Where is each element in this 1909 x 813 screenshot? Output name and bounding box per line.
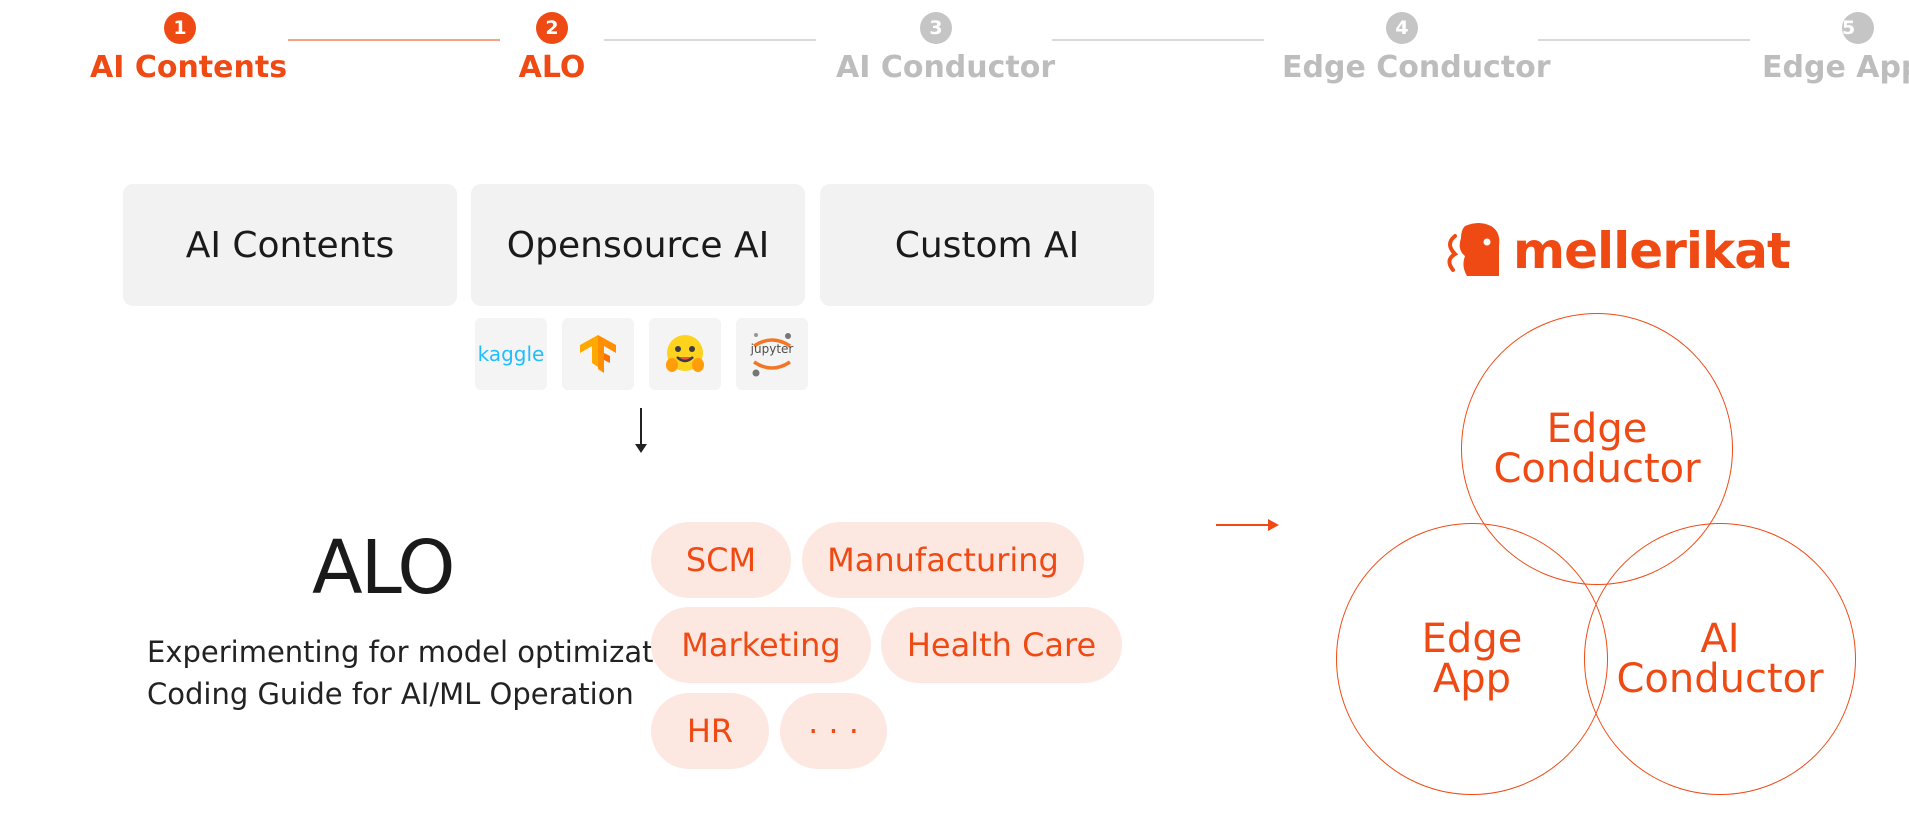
source-label: Opensource AI <box>506 224 770 266</box>
source-box-ai-contents: AI Contents <box>123 184 457 306</box>
hugging-face-icon <box>649 318 721 390</box>
step-number: 2 <box>536 12 568 44</box>
domain-pill-more: · · · <box>780 693 887 769</box>
component-label: Conductor <box>1493 446 1701 492</box>
step-edge-app[interactable]: 5 Edge App <box>1762 12 1909 85</box>
component-circle-edge-app: Edge App <box>1336 523 1608 795</box>
domain-pill-scm: SCM <box>651 522 791 598</box>
source-label: Custom AI <box>894 224 1080 266</box>
step-edge-conductor[interactable]: 4 Edge Conductor <box>1282 12 1551 85</box>
step-connector <box>1052 39 1264 41</box>
component-circle-ai-conductor: AI Conductor <box>1584 523 1856 795</box>
component-label: Edge <box>1546 406 1648 452</box>
step-connector <box>1538 39 1750 41</box>
step-label: AI Contents <box>90 50 288 85</box>
step-number: 5 <box>1842 12 1874 44</box>
step-ai-conductor[interactable]: 3 AI Conductor <box>836 12 1056 85</box>
component-circle-edge-conductor: Edge Conductor <box>1461 313 1733 585</box>
step-label: Edge App <box>1762 50 1909 85</box>
brand-name: mellerikat <box>1513 222 1791 280</box>
alo-description-line: Coding Guide for AI/ML Operation <box>147 677 634 711</box>
mellerikat-brand: mellerikat <box>1443 220 1791 282</box>
domain-pill-marketing: Marketing <box>651 607 871 683</box>
step-label: AI Conductor <box>836 50 1056 85</box>
alo-description-line: Experimenting for model optimization <box>147 635 698 669</box>
component-label: AI <box>1700 616 1740 662</box>
step-connector <box>288 39 500 41</box>
domain-pill-health-care: Health Care <box>881 607 1122 683</box>
step-label: ALO <box>518 50 586 85</box>
component-label: Edge <box>1421 616 1523 662</box>
right-arrow-icon <box>1216 519 1279 531</box>
kaggle-logo: kaggle <box>475 318 547 390</box>
jupyter-logo-text: jupyter <box>750 342 794 356</box>
step-connector <box>604 39 816 41</box>
domain-pill-hr: HR <box>651 693 769 769</box>
step-number: 1 <box>164 12 196 44</box>
step-label: Edge Conductor <box>1282 50 1551 85</box>
step-number: 4 <box>1386 12 1418 44</box>
down-arrow-icon <box>635 408 647 453</box>
kaggle-logo-text: kaggle <box>477 342 545 366</box>
domain-pill-manufacturing: Manufacturing <box>802 522 1084 598</box>
source-box-custom-ai: Custom AI <box>820 184 1154 306</box>
tensorflow-icon <box>562 318 634 390</box>
source-label: AI Contents <box>185 224 395 266</box>
step-alo[interactable]: 2 ALO <box>512 12 592 85</box>
component-label: Conductor <box>1616 656 1824 702</box>
alo-title: ALO <box>312 525 455 611</box>
jupyter-logo: jupyter <box>736 318 808 390</box>
mellerikat-logo-icon <box>1447 223 1500 276</box>
source-box-opensource-ai: Opensource AI <box>471 184 805 306</box>
step-number: 3 <box>920 12 952 44</box>
step-ai-contents[interactable]: 1 AI Contents <box>90 12 288 85</box>
component-label: App <box>1432 656 1512 702</box>
